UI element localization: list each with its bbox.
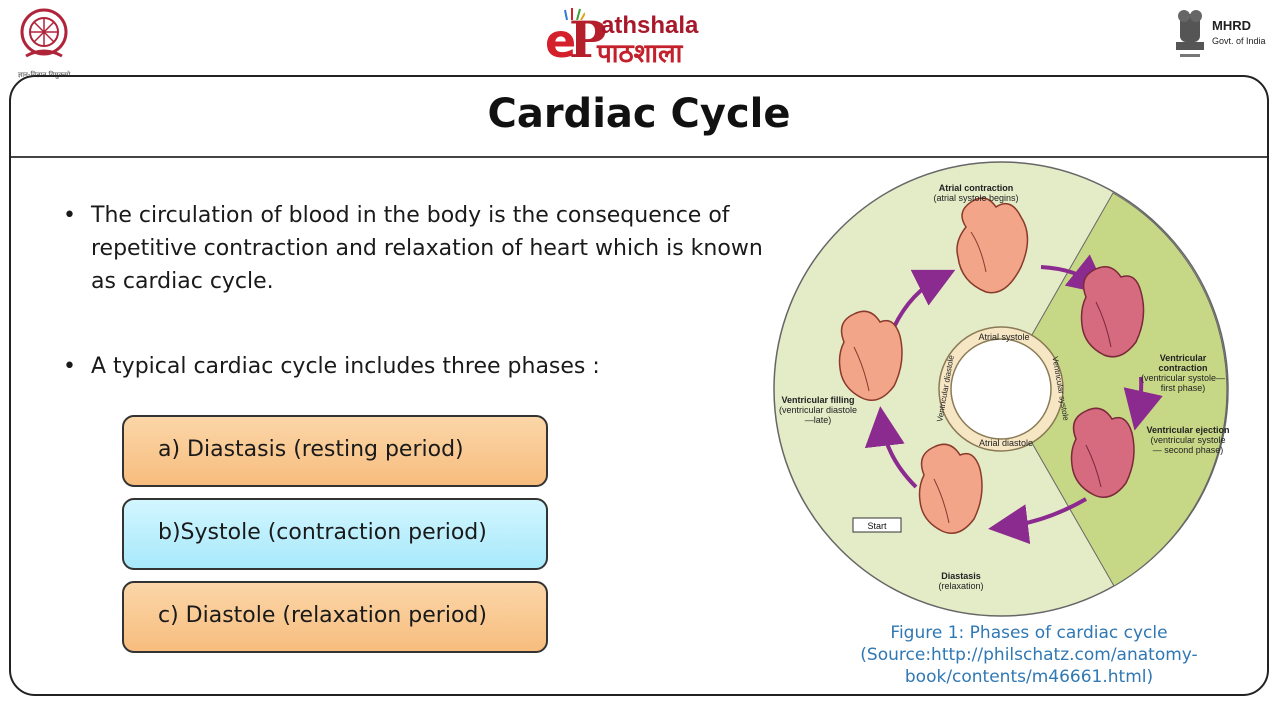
label-ventricular-filling: Ventricular filling (ventricular diastol…: [778, 395, 858, 425]
caption-line: book/contents/m46661.html): [904, 667, 1154, 687]
diagram-center-hole: [950, 338, 1052, 440]
epathshala-latin: athshala: [601, 12, 699, 39]
start-label: Start: [867, 521, 887, 531]
heart-atrial-contraction-icon: [956, 197, 1029, 294]
start-box: [852, 517, 902, 533]
mhrd-subtitle: Govt. of India: [1212, 36, 1266, 46]
arrow-vcontraction-to-ejection: [1123, 376, 1163, 431]
mhrd-logo: MHRD Govt. of India: [1172, 8, 1268, 70]
mhrd-title: MHRD: [1212, 18, 1251, 33]
phase-label: b)Systole (contraction period): [158, 520, 487, 545]
phase-label: c) Diastole (relaxation period): [158, 603, 487, 628]
caption-line: Figure 1: Phases of cardiac cycle: [890, 623, 1168, 643]
ring-label-atrial-systole: Atrial systole: [978, 332, 1029, 342]
phase-box-diastasis: a) Diastasis (resting period): [122, 415, 548, 487]
epathshala-e-mark: e: [545, 14, 577, 68]
phase-box-systole: b)Systole (contraction period): [122, 498, 548, 570]
figure-caption: Figure 1: Phases of cardiac cycle (Sourc…: [819, 622, 1239, 688]
title-bar: Cardiac Cycle: [11, 77, 1267, 158]
arrow-diastasis-to-filling: [864, 406, 918, 489]
sparkle-icon: [564, 8, 585, 20]
epathshala-logo: e P athshala पाठशाला: [545, 6, 735, 69]
heart-ventricular-ejection-icon: [1070, 407, 1135, 498]
diagram-systole-wedge: [1000, 192, 1228, 587]
cardiac-cycle-figure: Start Atrial systole Atrial diastole Ven…: [766, 157, 1246, 627]
bullet-dot-icon: •: [63, 203, 76, 228]
arrow-ejection-to-diastasis: [988, 497, 1087, 545]
bullet-item: • A typical cardiac cycle includes three…: [63, 350, 771, 383]
phase-label: a) Diastasis (resting period): [158, 437, 464, 462]
heart-ventricular-contraction-icon: [1080, 266, 1145, 358]
ring-label-atrial-diastole: Atrial diastole: [979, 438, 1033, 448]
ugc-emblem-icon: [20, 8, 68, 58]
epathshala-devanagari: पाठशाला: [597, 39, 683, 69]
slide-frame: Cardiac Cycle • The circulation of blood…: [9, 75, 1269, 696]
label-ventricular-contraction: Ventricular contraction (ventricular sys…: [1140, 353, 1226, 393]
arrow-filling-to-atrial: [892, 269, 956, 328]
phase-box-diastole: c) Diastole (relaxation period): [122, 581, 548, 653]
bullet-item: • The circulation of blood in the body i…: [63, 199, 771, 298]
label-ventricular-ejection: Ventricular ejection (ventricular systol…: [1146, 425, 1230, 455]
epathshala-p-mark: P: [569, 10, 607, 69]
bullet-text: The circulation of blood in the body is …: [91, 203, 763, 294]
caption-line: (Source:http://philschatz.com/anatomy-: [860, 645, 1198, 665]
ugc-logo: ज्ञान-विज्ञान विमुक्तये: [12, 6, 76, 79]
cardiac-cycle-diagram: Start Atrial systole Atrial diastole Ven…: [773, 161, 1229, 617]
bullet-dot-icon: •: [63, 354, 76, 379]
ashoka-emblem-icon: [1176, 10, 1204, 57]
heart-diastasis-icon: [918, 443, 983, 534]
bullet-text: A typical cardiac cycle includes three p…: [91, 354, 600, 379]
label-diastasis: Diastasis (relaxation): [938, 571, 984, 591]
label-atrial-contraction: Atrial contraction (atrial systole begin…: [933, 183, 1019, 203]
slide-title: Cardiac Cycle: [487, 91, 791, 137]
heart-ventricular-filling-icon: [838, 310, 903, 401]
